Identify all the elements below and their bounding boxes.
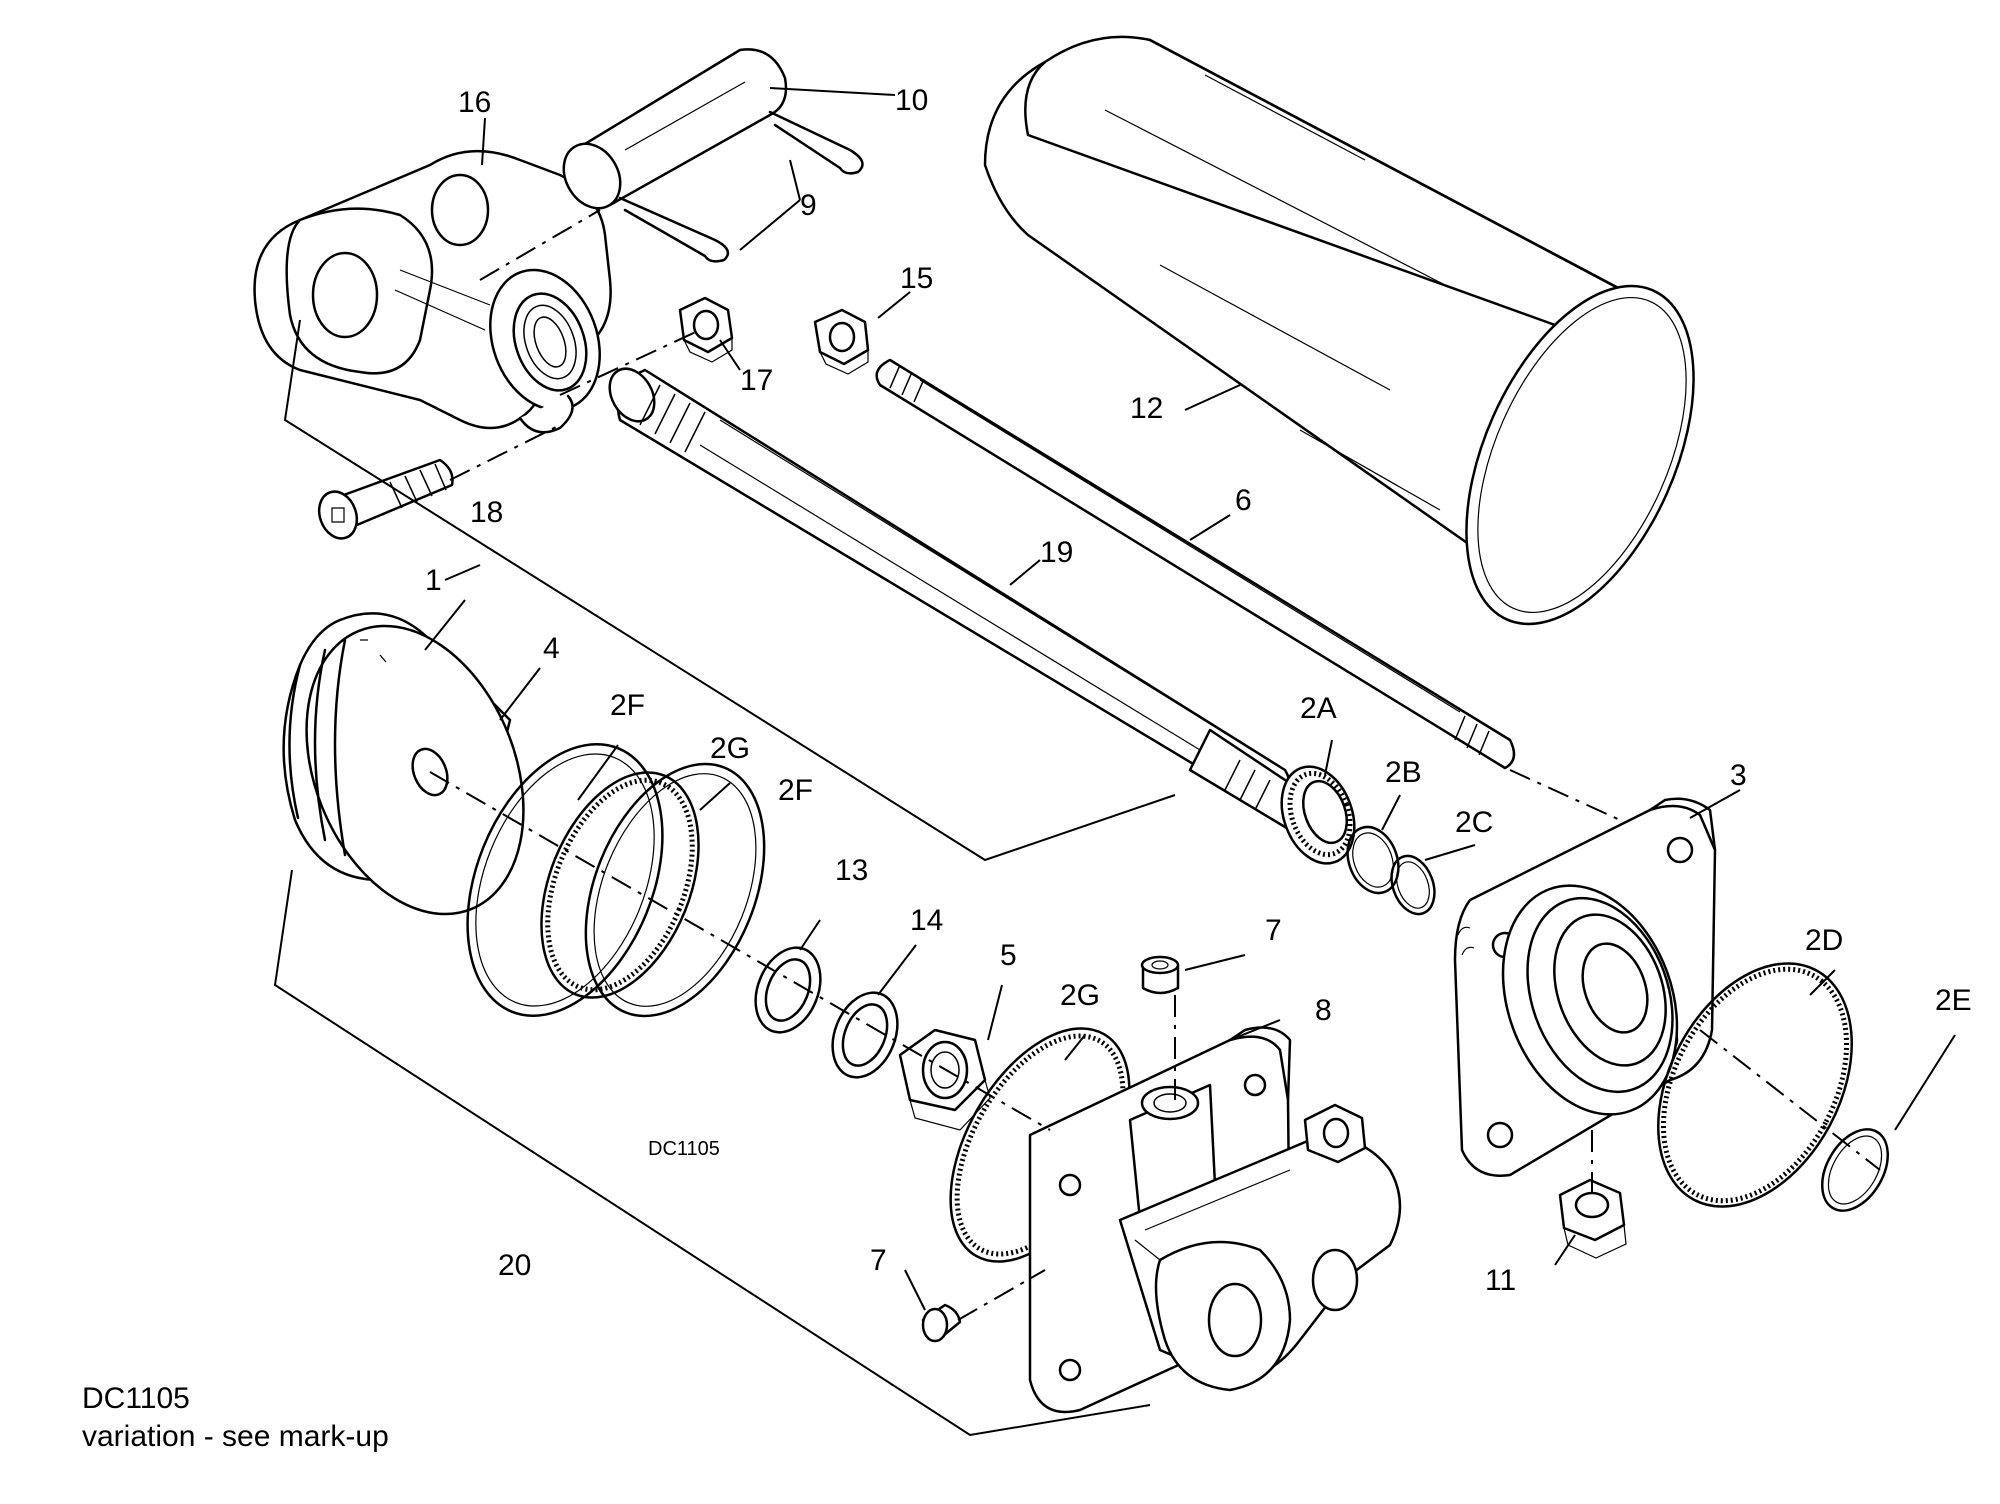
part-2F-ring-outer [466,743,664,1017]
part-6-tie-rod [875,358,1516,770]
part-2F-ring-inner [584,762,766,1018]
part-15-nut [813,308,870,375]
callout-8: 8 [1315,994,1332,1027]
callout-5: 5 [1000,939,1017,972]
callout-6: 6 [1235,484,1252,517]
callout-2F-outer: 2F [610,689,645,722]
callout-20: 20 [498,1249,531,1282]
callout-18: 18 [470,496,503,529]
part-9-cotter-pins [618,110,864,263]
part-18-set-screw [317,458,454,540]
center-lines [429,209,1881,1321]
callout-2G-upper: 2G [710,732,750,765]
part-2E-o-ring [1821,1128,1889,1212]
callout-2C: 2C [1455,806,1493,839]
assembly-bracket-1 [283,319,1176,862]
figure-caption: DC1105 variation - see mark-up [82,1380,389,1456]
callout-12: 12 [1130,392,1163,425]
drawing-code-stamp: DC1105 [648,1138,720,1160]
callout-1: 1 [425,564,442,597]
part-2G-seal-upper [540,771,700,999]
callout-2A: 2A [1300,692,1337,725]
tie-rod-hex-nut [1303,1103,1367,1164]
callout-2E: 2E [1935,984,1972,1017]
callout-2B: 2B [1385,756,1422,789]
part-10-clevis-pin [562,48,788,210]
part-14-washer [831,991,899,1079]
part-3-head [1453,797,1717,1177]
callout-10: 10 [895,84,928,117]
callout-16: 16 [458,86,491,119]
leader-lines [424,87,1956,1311]
part-2C-backup-ring [1390,854,1436,916]
callouts: 16 10 9 15 17 12 6 18 19 1 4 2F 2G 2F 13… [425,84,1972,1297]
callout-17: 17 [740,364,773,397]
callout-9: 9 [800,189,817,222]
callout-2D: 2D [1805,924,1843,957]
callout-11: 11 [1485,1264,1516,1297]
callout-3: 3 [1730,759,1747,792]
part-5-piston-nut [898,1028,991,1131]
callout-15: 15 [900,262,933,295]
callout-2G-lower: 2G [1060,979,1100,1012]
part-16-rod-clevis [253,149,612,434]
part-8-cap-end [1028,1026,1402,1414]
part-4-piston [282,612,525,916]
part-2D-o-ring [1657,962,1853,1208]
part-17-nut [678,296,734,363]
part-7-plug-upper [1140,955,1180,995]
callout-2F-inner: 2F [778,774,813,807]
callout-4: 4 [543,632,560,665]
part-2A-ring [1280,765,1356,865]
callout-14: 14 [910,904,943,937]
part-2B-o-ring [1346,825,1400,895]
caption-line-1: DC1105 [82,1382,190,1415]
part-13-washer [754,946,822,1034]
assembly-bracket-20 [273,869,1151,1437]
callout-7-lower: 7 [870,1244,887,1277]
part-7-plug-lower [921,1303,962,1343]
callout-13: 13 [835,854,868,887]
caption-line-2: variation - see mark-up [82,1420,389,1453]
callout-7-upper: 7 [1265,914,1282,947]
part-12-barrel-tube [983,35,1695,626]
callout-19: 19 [1040,536,1073,569]
